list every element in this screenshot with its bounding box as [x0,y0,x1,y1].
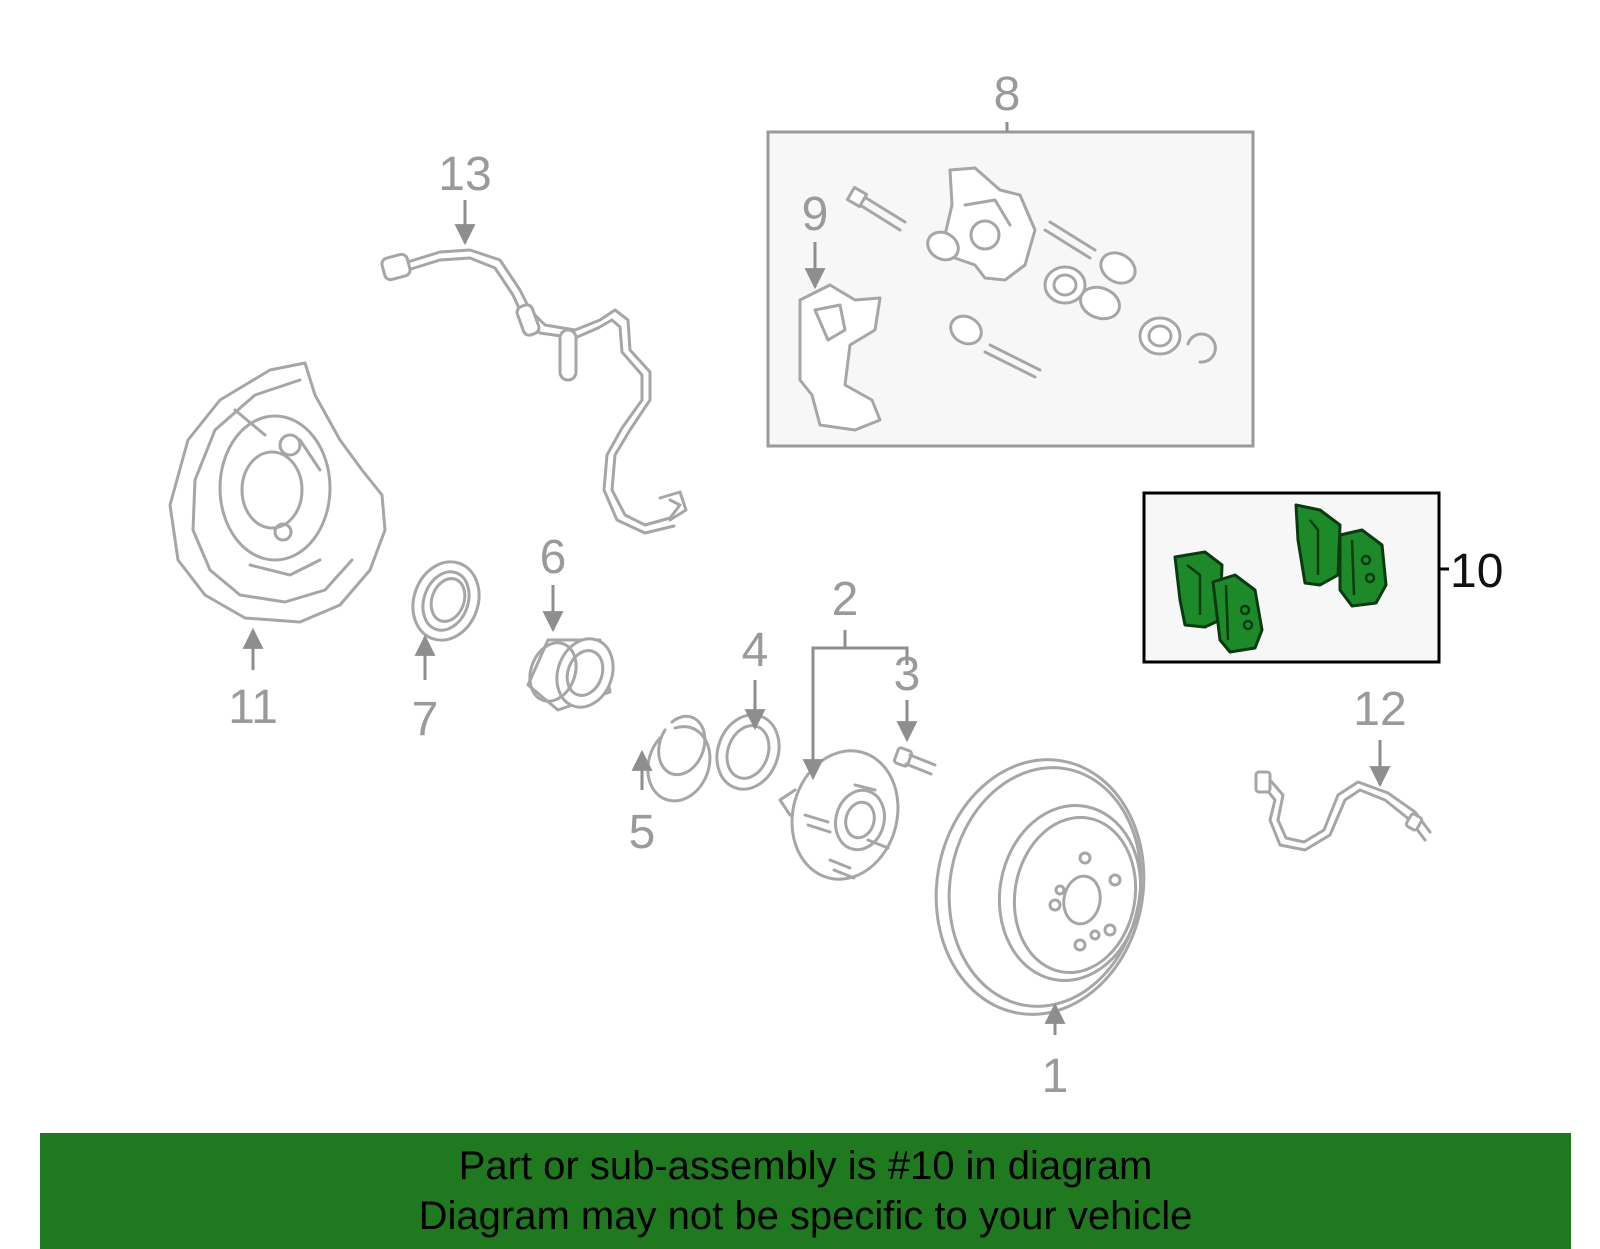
callout-arrows [242,200,1391,1035]
snap-ring[interactable] [646,714,712,803]
callout-3: 3 [894,648,921,701]
caliper-assembly-group[interactable] [766,122,1255,448]
callout-labels: 1 2 3 4 5 6 7 8 9 10 11 12 13 [228,68,1503,1103]
callout-12: 12 [1353,683,1406,736]
callout-13: 13 [438,148,491,201]
brake-pad-outer-b [1338,528,1388,608]
brake-pad-inner-a [1173,550,1224,629]
wheel-stud[interactable] [893,746,937,776]
callout-5: 5 [629,806,656,859]
oil-seal[interactable] [402,552,490,649]
brake-pad-kit-group[interactable] [1142,491,1449,664]
hub-seal[interactable] [707,706,789,798]
callout-1: 1 [1042,1050,1069,1103]
callout-9: 9 [802,188,829,241]
info-banner: Part or sub-assembly is #10 in diagram D… [40,1133,1571,1249]
callout-7: 7 [412,693,439,746]
wheel-bearing[interactable] [522,631,622,715]
banner-line-1: Part or sub-assembly is #10 in diagram [458,1144,1153,1188]
abs-sensor-harness[interactable] [380,248,688,535]
dust-shield[interactable] [168,361,387,624]
brake-hose[interactable] [1254,770,1432,852]
callout-10: 10 [1450,545,1503,598]
callout-8: 8 [994,68,1021,121]
callout-2: 2 [832,573,859,626]
brake-rotor[interactable] [916,743,1163,1031]
wheel-hub[interactable] [778,739,912,891]
callout-6: 6 [540,531,567,584]
callout-11: 11 [228,681,278,734]
callout-4: 4 [742,624,769,677]
banner-line-2: Diagram may not be specific to your vehi… [418,1194,1193,1238]
